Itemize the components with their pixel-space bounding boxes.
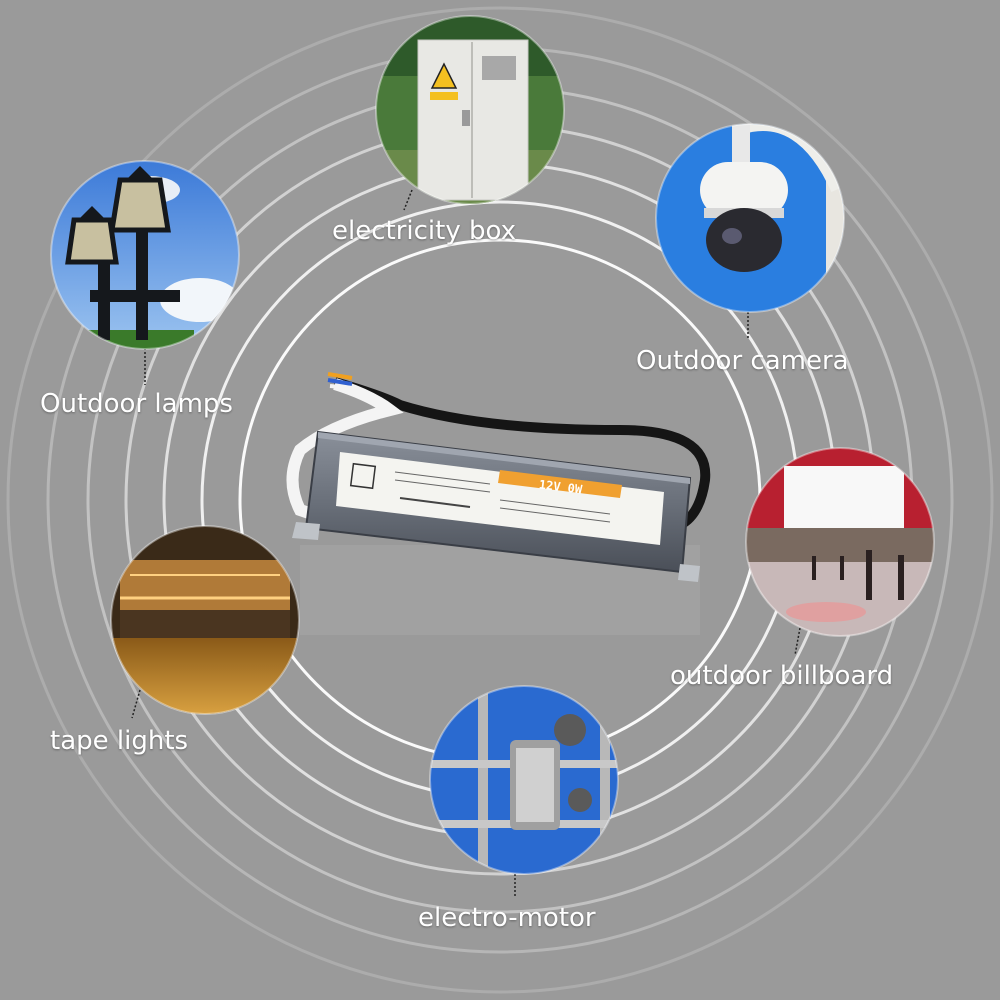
label-tape-lights: tape lights [50, 726, 189, 756]
label-electro-motor: electro-motor [418, 903, 596, 933]
power-supply-product: 12V 0W [286, 372, 711, 635]
ring [6, 6, 994, 994]
outdoor-lamps-photo [50, 160, 240, 350]
label-outdoor-lamps: Outdoor lamps [40, 389, 233, 419]
label-outdoor-camera: Outdoor camera [636, 346, 849, 376]
outdoor-billboard-photo [745, 447, 935, 637]
label-electricity-box: electricity box [332, 216, 516, 246]
electro-motor-photo [429, 685, 619, 875]
connector-lines [131, 189, 801, 898]
tape-lights-photo [110, 525, 300, 715]
product-rating-text: 12V 0W [538, 477, 584, 496]
electricity-box-photo [375, 15, 565, 205]
label-outdoor-billboard: outdoor billboard [670, 661, 894, 691]
outdoor-camera-photo [655, 123, 845, 313]
